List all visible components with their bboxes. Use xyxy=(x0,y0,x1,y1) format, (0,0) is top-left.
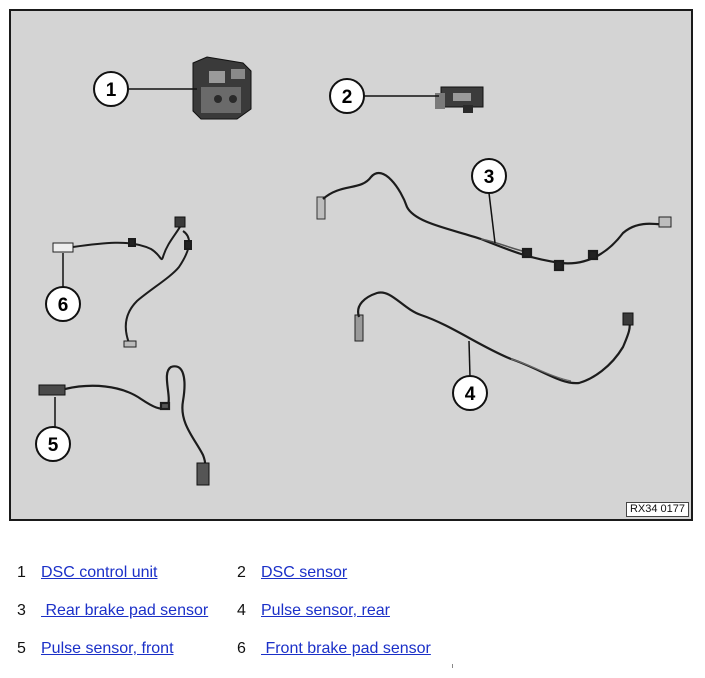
legend-number: 1 xyxy=(17,564,26,581)
callout-2: 2 xyxy=(329,78,439,114)
rear-brake-pad-sensor-illustration xyxy=(316,171,672,272)
dsc-control-unit-illustration xyxy=(192,56,252,120)
callout-1: 1 xyxy=(93,71,197,107)
link-dsc-control-unit[interactable]: DSC control unit xyxy=(41,564,158,581)
callout-4: 4 xyxy=(452,340,488,411)
legend-number: 5 xyxy=(17,640,26,657)
legend-number: 4 xyxy=(237,602,246,619)
legend-number: 2 xyxy=(237,564,246,581)
link-pulse-sensor-front[interactable]: Pulse sensor, front xyxy=(41,640,174,657)
callout-6: 6 xyxy=(45,253,81,322)
parts-diagram: 1 2 3 4 5 6 RX34 0177 xyxy=(9,9,693,521)
callout-3: 3 xyxy=(471,158,507,244)
pulse-sensor-rear-illustration xyxy=(354,291,634,385)
callout-2-number: 2 xyxy=(342,87,353,108)
link-rear-brake-pad-sensor[interactable]: Rear brake pad sensor xyxy=(41,602,209,619)
callout-4-number: 4 xyxy=(465,384,476,405)
front-brake-pad-sensor-illustration xyxy=(52,216,192,348)
callout-6-number: 6 xyxy=(58,295,69,316)
callout-5: 5 xyxy=(35,397,71,462)
figure-code: RX34 0177 xyxy=(625,502,689,517)
callout-1-number: 1 xyxy=(106,80,117,101)
pulse-sensor-front-illustration xyxy=(38,365,210,486)
diagram-canvas: 1 2 3 4 5 6 xyxy=(35,56,672,486)
legend-number: 3 xyxy=(17,602,26,619)
link-front-brake-pad-sensor[interactable]: Front brake pad sensor xyxy=(261,640,431,657)
divider-mark xyxy=(452,664,453,668)
callout-3-number: 3 xyxy=(484,167,495,188)
callout-5-number: 5 xyxy=(48,435,59,456)
link-pulse-sensor-rear[interactable]: Pulse sensor, rear xyxy=(261,602,390,619)
dsc-sensor-illustration xyxy=(435,86,484,113)
link-dsc-sensor[interactable]: DSC sensor xyxy=(261,564,348,581)
legend-number: 6 xyxy=(237,640,246,657)
